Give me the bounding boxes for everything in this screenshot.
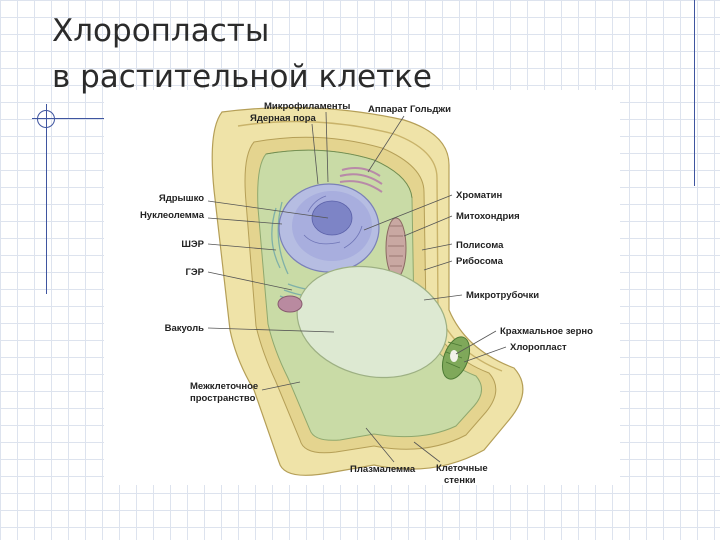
label-polysome: Полисома (456, 240, 504, 251)
label-intercellular-space-1: Межклеточное (190, 381, 258, 392)
decor-vertical-line (46, 104, 47, 294)
label-rough-er: ГЭР (186, 267, 205, 278)
decor-right-line (694, 0, 695, 186)
nucleolus-shape (312, 201, 352, 235)
label-chloroplast: Хлоропласт (510, 342, 567, 353)
label-microtubules: Микротрубочки (466, 290, 539, 301)
label-intercellular-space-2: пространство (190, 393, 256, 404)
figure-panel: Микрофиламенты Ядерная пора Аппарат Голь… (104, 90, 620, 485)
label-ribosome: Рибосома (456, 256, 504, 267)
label-microfilaments: Микрофиламенты (264, 101, 350, 112)
label-cell-walls-1: Клеточные (436, 463, 488, 474)
label-smooth-er: ШЭР (181, 239, 204, 250)
label-cell-walls-2: стенки (444, 475, 476, 485)
label-chromatin: Хроматин (456, 190, 502, 201)
plant-cell-diagram: Микрофиламенты Ядерная пора Аппарат Голь… (104, 90, 620, 485)
label-nuclear-pore: Ядерная пора (250, 113, 316, 124)
slide-title-line-1: Хлоропласты (52, 8, 692, 54)
chloroplast-shape-2 (278, 296, 302, 312)
label-golgi: Аппарат Гольджи (368, 104, 451, 115)
slide-title: Хлоропласты в растительной клетке (52, 8, 692, 100)
mitochondrion (386, 218, 406, 278)
decor-circle (37, 110, 55, 128)
label-mitochondria: Митохондрия (456, 211, 520, 222)
label-vacuole: Вакуоль (165, 323, 205, 334)
label-nuclear-envelope: Нуклеолемма (140, 210, 205, 221)
label-plasmalemma: Плазмалемма (350, 464, 416, 475)
label-nucleolus: Ядрышко (159, 193, 204, 204)
label-starch-grain: Крахмальное зерно (500, 326, 593, 337)
